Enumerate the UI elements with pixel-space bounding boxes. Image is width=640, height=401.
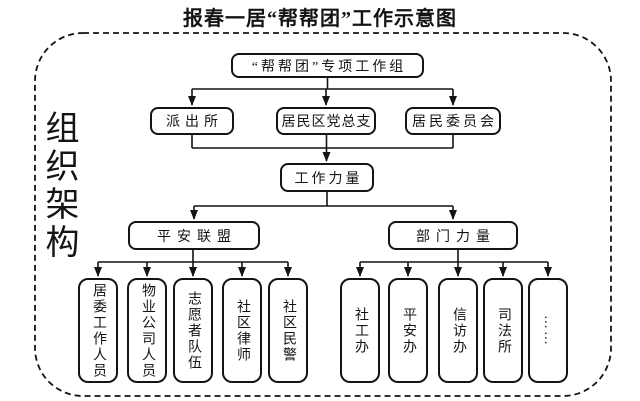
org-structure-label: 组织架构 <box>40 110 77 262</box>
node-safety-alliance: 平安联盟 <box>128 221 260 250</box>
diagram-title: 报春一居“帮帮团”工作示意图 <box>183 8 457 30</box>
leaf-label: 志愿者队伍 <box>186 290 201 371</box>
leaf-label: 居委工作人员 <box>91 282 106 379</box>
leaf-label: …… <box>541 314 556 347</box>
node-safety-office: 平安办 <box>388 278 428 383</box>
node-volunteer-team: 志愿者队伍 <box>173 278 213 383</box>
leaf-label: 社工办 <box>353 306 368 355</box>
leaf-label: 司法所 <box>496 306 511 355</box>
leaf-label: 社区民警 <box>281 298 296 363</box>
node-residents-committee: 居民委员会 <box>405 107 501 135</box>
dashed-border <box>34 32 612 397</box>
node-committee-staff: 居委工作人员 <box>78 278 118 383</box>
node-community-police: 社区民警 <box>268 278 308 383</box>
node-department-force: 部门力量 <box>388 221 518 250</box>
node-judicial-office: 司法所 <box>483 278 523 383</box>
node-social-work-office: 社工办 <box>340 278 380 383</box>
node-special-workgroup: “帮帮团”专项工作组 <box>231 53 424 78</box>
node-petition-office: 信访办 <box>438 278 478 383</box>
node-property-company-staff: 物业公司人员 <box>127 278 167 383</box>
node-community-lawyer: 社区律师 <box>222 278 262 383</box>
leaf-label: 社区律师 <box>235 298 250 363</box>
node-party-branch: 居民区党总支 <box>276 107 376 135</box>
leaf-label: 信访办 <box>451 306 466 355</box>
node-ellipsis-others: …… <box>528 278 568 383</box>
leaf-label: 平安办 <box>401 306 416 355</box>
leaf-label: 物业公司人员 <box>140 282 155 379</box>
node-police-station: 派出所 <box>150 107 234 135</box>
node-work-force: 工作力量 <box>280 163 374 192</box>
